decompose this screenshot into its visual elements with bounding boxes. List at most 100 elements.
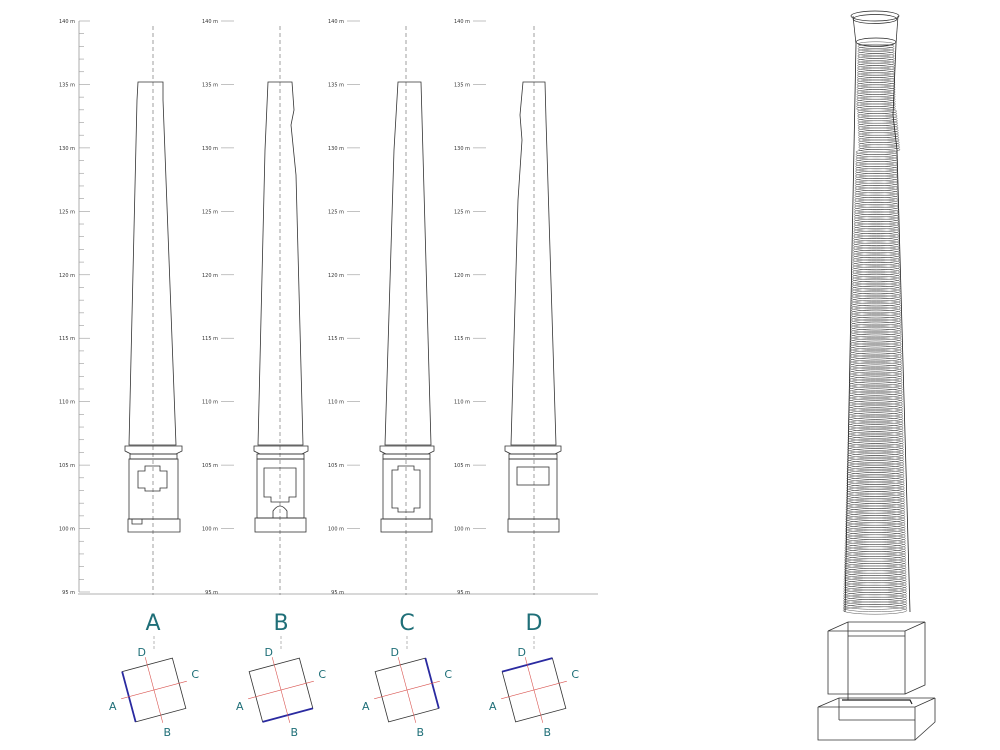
point-cloud-ring: [851, 283, 901, 290]
chimney-3d-right-edge: [892, 43, 911, 613]
point-cloud-ring: [847, 436, 904, 444]
point-cloud-ring: [843, 582, 907, 591]
point-cloud-ring: [852, 278, 901, 285]
plan-label-b: B: [417, 726, 425, 739]
point-cloud-ring: [852, 280, 901, 288]
point-cloud-ring: [846, 479, 905, 487]
point-cloud-ring: [842, 601, 908, 610]
point-cloud-ring: [851, 307, 901, 314]
point-cloud-ring: [846, 486, 905, 495]
level-label: 110 m: [454, 400, 470, 406]
point-cloud-ring: [857, 53, 895, 59]
point-cloud-ring: [851, 314, 902, 321]
chimney-3d-pedestal: [817, 621, 936, 741]
level-label: 95 m: [457, 590, 470, 596]
view-letter-d: D: [526, 611, 543, 636]
level-label: 115 m: [454, 336, 470, 342]
point-cloud-ring: [851, 316, 902, 324]
chimney-3d-model: [817, 10, 936, 741]
plan-crosshair-v: [144, 657, 164, 723]
level-label: 130 m: [328, 146, 344, 152]
point-cloud-ring: [846, 462, 905, 471]
point-cloud-ring: [846, 467, 905, 475]
level-label: 110 m: [328, 400, 344, 406]
point-cloud-ring: [847, 446, 904, 454]
elevation-a-cornice: [124, 445, 183, 455]
level-label: 135 m: [454, 82, 470, 88]
point-cloud-ring: [843, 596, 907, 605]
point-cloud-ring: [851, 295, 901, 302]
level-label: 125 m: [454, 209, 470, 215]
point-cloud-ring: [843, 592, 907, 600]
plan-label-d: D: [264, 646, 272, 659]
level-label: 95 m: [205, 590, 218, 596]
main-scale-bar: [78, 20, 90, 593]
plan-label-d: D: [517, 646, 525, 659]
point-cloud-ring: [857, 60, 895, 66]
level-label: 95 m: [62, 590, 75, 596]
level-label: 130 m: [454, 146, 470, 152]
point-cloud-ring: [847, 443, 904, 451]
point-cloud-ring: [843, 572, 907, 581]
point-cloud-ring: [857, 63, 895, 69]
level-label: 135 m: [59, 82, 75, 88]
level-label: 130 m: [202, 146, 218, 152]
point-cloud-ring: [847, 426, 904, 434]
plan-label-a: A: [362, 700, 370, 713]
point-cloud-ring: [852, 264, 900, 271]
level-label: 140 m: [454, 19, 470, 25]
point-cloud-ring: [847, 453, 904, 461]
elevation-d-shaft: [510, 81, 557, 446]
elevation-d: [504, 26, 562, 595]
elevation-b-cornice: [253, 445, 309, 455]
point-cloud-ring: [852, 261, 900, 268]
point-cloud-ring: [847, 441, 904, 449]
point-cloud-ring: [843, 589, 907, 598]
point-cloud-ring: [843, 570, 907, 579]
level-label: 125 m: [202, 209, 218, 215]
point-cloud-ring: [851, 292, 901, 300]
view-letter-c: C: [399, 611, 414, 636]
point-cloud-ring: [847, 438, 904, 446]
point-cloud-ring: [846, 465, 905, 473]
point-cloud-ring: [857, 48, 895, 54]
view-letter-b: B: [273, 611, 288, 636]
elevation-d-panel: [516, 466, 550, 486]
point-cloud-ring: [850, 335, 902, 343]
point-cloud-ring: [850, 321, 902, 329]
point-cloud-ring: [852, 266, 900, 273]
level-label: 125 m: [328, 209, 344, 215]
point-cloud-ring: [857, 43, 895, 49]
point-cloud-ring: [851, 302, 901, 309]
level-label: 100 m: [454, 527, 470, 533]
point-cloud-ring: [857, 55, 895, 61]
point-cloud-ring: [847, 434, 904, 442]
chimney-3d-crown: [850, 10, 900, 47]
point-cloud-ring: [847, 450, 904, 458]
elevation-a-shaft: [128, 81, 177, 446]
point-cloud-ring: [854, 204, 899, 211]
plan-label-c: C: [571, 668, 579, 681]
point-cloud-ring: [854, 194, 899, 201]
point-cloud-ring: [846, 460, 905, 468]
level-label: 130 m: [59, 146, 75, 152]
elevation-d-base: [507, 518, 560, 533]
elevation-c: [379, 26, 435, 595]
point-cloud-ring: [850, 331, 902, 338]
level-label: 140 m: [328, 19, 344, 25]
point-cloud-ring: [853, 211, 899, 218]
point-cloud-ring: [852, 247, 900, 254]
point-cloud-ring: [851, 304, 901, 312]
elevation-c-base: [380, 518, 433, 533]
level-label: 110 m: [59, 400, 75, 406]
plan-label-b: B: [544, 726, 552, 739]
view-letter-a: A: [145, 611, 160, 636]
point-cloud-ring: [854, 197, 899, 203]
level-label: 100 m: [202, 527, 218, 533]
plan-label-b: B: [164, 726, 172, 739]
point-cloud-ring: [850, 333, 902, 341]
